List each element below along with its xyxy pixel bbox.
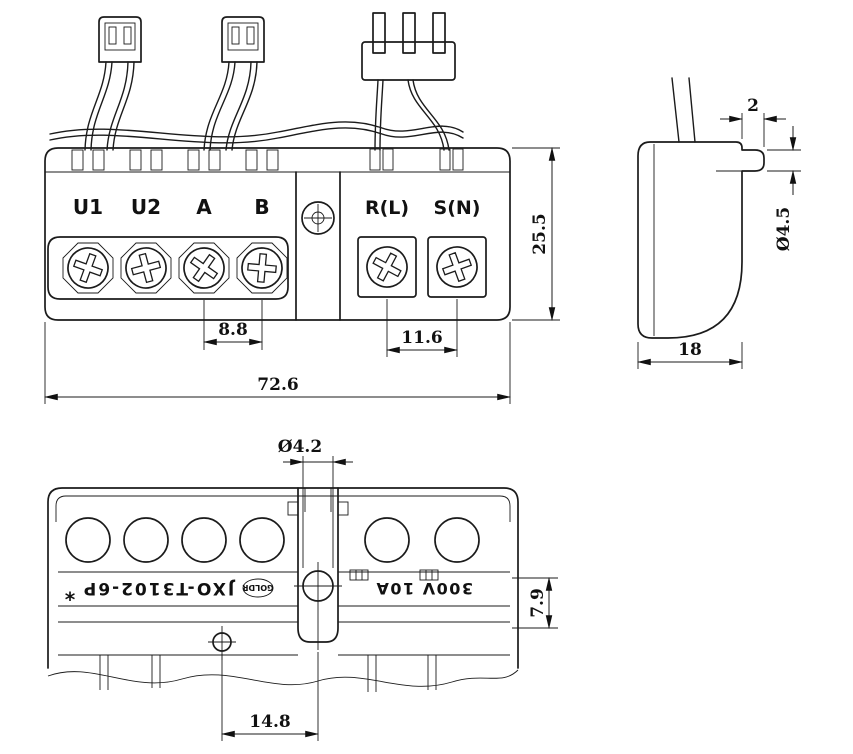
terminal-label-a: A [196,195,212,219]
dim-height-text: 25.5 [530,213,550,254]
terminal-label-b: B [254,195,269,219]
part-number-text: JXO-T3102-6P [82,578,235,598]
front-body-outline [44,147,511,321]
dim-hole-diameter: Ø4.2 [278,437,353,568]
dim-boss-height: 7.9 [512,576,558,630]
mounting-tab [287,487,349,650]
brand-logo: GOLDR [242,578,274,598]
break-line [47,669,519,687]
ribs [99,655,437,692]
dim-wire-diameter-text: Ø4.5 [774,207,794,251]
bottom-view: * JXO-T3102-6P GOLDR 300V 10A Ø4.2 [47,437,558,741]
screw-terminals-left [62,240,283,296]
connector-2pin-1 [84,16,142,151]
marking-band [58,569,510,656]
bottom-body-outline [47,487,519,669]
terminal-label-u2: U2 [131,195,161,219]
terminal-holes [65,517,480,563]
connector-2pin-2 [203,16,265,151]
dim-pitch-text: 8.8 [218,320,248,340]
dim-depth-text: 18 [678,340,702,360]
loose-wire [49,121,464,144]
front-view: U1 U2 A B R(L) S(N) [43,12,560,404]
terminal-label-u1: U1 [73,195,103,219]
connector-3pin [361,12,456,151]
side-wire [671,77,696,143]
dim-hole-diameter-text: Ø4.2 [278,437,322,457]
dim-hole-offset: 14.8 [220,652,320,741]
dim-depth: 18 [636,340,744,369]
dim-line-pitch-text: 11.6 [401,328,442,348]
screw-band [47,236,289,300]
dim-wire-diameter: Ø4.5 [767,126,801,251]
dim-tab-offset: 2 [720,96,786,147]
screw-terminals-right [357,236,487,298]
dim-overall-width-text: 72.6 [257,375,298,395]
dim-tab-offset-text: 2 [747,96,759,116]
side-body-outline [637,141,765,339]
mounting-ear [295,171,341,321]
side-view: 2 Ø4.5 18 [636,77,801,369]
dim-pitch: 8.8 [202,300,264,350]
brand-logo-text: GOLDR [242,583,273,592]
terminal-label-sn: S(N) [434,197,481,219]
dim-line-pitch: 11.6 [385,299,459,357]
marking-asterisk: * [64,581,75,605]
dim-hole-offset-text: 14.8 [249,712,290,732]
terminal-label-rl: R(L) [365,197,409,219]
rating-text: 300V 10A [375,579,473,598]
dim-boss-height-text: 7.9 [528,588,548,618]
dim-overall-width: 72.6 [43,322,512,404]
dim-height: 25.5 [512,146,560,322]
wire-slots [71,148,464,171]
